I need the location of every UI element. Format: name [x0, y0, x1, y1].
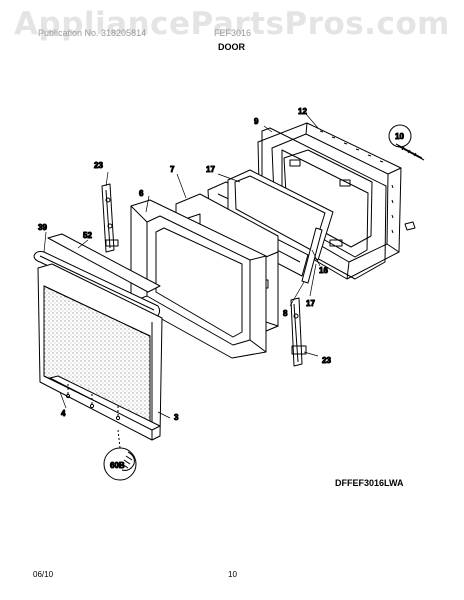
model-header: FEF3016 — [214, 28, 252, 38]
callout-8: 8 — [283, 309, 288, 318]
screw-row — [65, 384, 121, 421]
callout-16: 16 — [319, 266, 328, 275]
callout-39: 39 — [38, 223, 47, 232]
part-23-hinge-left — [101, 183, 119, 253]
part-6-inner-panel — [130, 199, 267, 359]
model-code: DFFEF3016LWA — [335, 478, 404, 488]
part-60b-screw — [103, 429, 137, 481]
part-23-hinge-right — [290, 297, 307, 367]
callout-23-bottom: 23 — [322, 356, 331, 365]
callout-52: 52 — [83, 231, 92, 240]
section-title: DOOR — [218, 42, 245, 52]
part-4-bottom-trim — [49, 375, 161, 431]
leader-lines — [43, 113, 321, 419]
callout-23-top: 23 — [94, 161, 103, 170]
callout-9: 9 — [254, 117, 259, 126]
publication-number: Publication No. 318205814 — [38, 28, 147, 38]
callout-17-top: 17 — [206, 165, 215, 174]
callout-10: 10 — [395, 132, 404, 141]
callout-12: 12 — [298, 107, 307, 116]
part-10-screw — [388, 124, 425, 161]
page-number: 10 — [228, 570, 237, 579]
callout-17-bottom: 17 — [306, 299, 315, 308]
part-52-trim — [47, 233, 161, 293]
part-3-outer-panel — [37, 263, 163, 441]
callout-3: 3 — [174, 413, 179, 422]
footer-date: 06/10 — [33, 570, 54, 579]
callout-7: 7 — [170, 165, 175, 174]
watermark: AppliancePartsPros.com — [14, 6, 450, 42]
callout-6: 6 — [139, 189, 144, 198]
callout-60b: 60B — [110, 461, 125, 470]
part-8-strip — [301, 227, 323, 284]
callout-4: 4 — [61, 409, 66, 418]
